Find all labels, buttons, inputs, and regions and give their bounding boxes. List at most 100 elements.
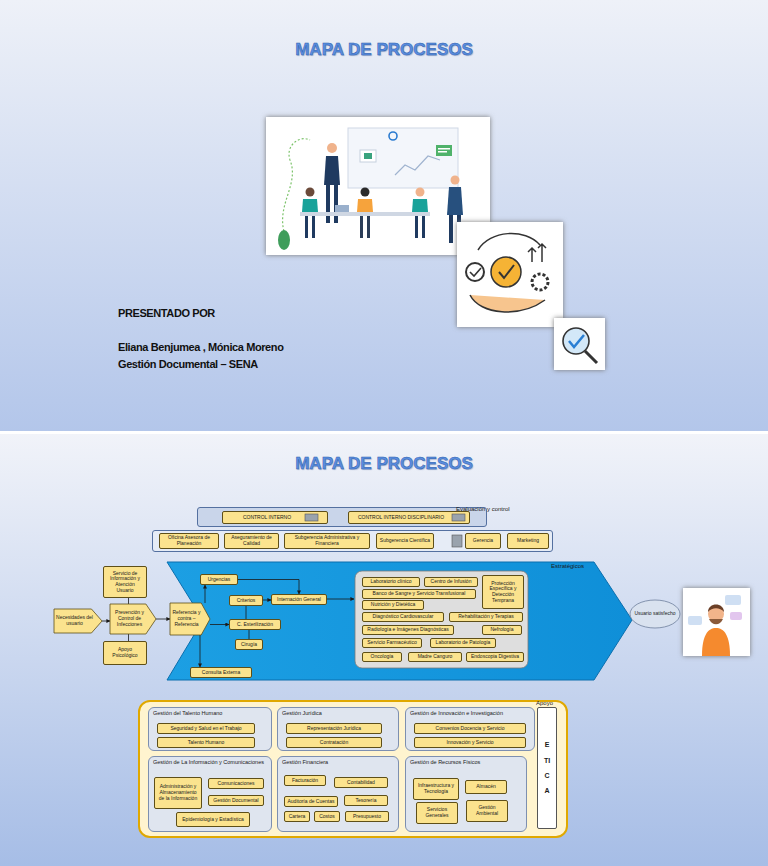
process-box: Nutrición y Dietética (362, 600, 424, 610)
oval-outline (630, 600, 680, 628)
control-panel: Evaluación y controlCONTROL INTERNOCONTR… (197, 507, 487, 527)
process-box: Internación General (271, 594, 327, 605)
team-illustration-part (266, 117, 490, 255)
node-text: Seguridad y Salud en el Trabajo (170, 726, 241, 732)
node-text: Banco de Sangre y Servicio Transfusional (373, 591, 466, 597)
flow-connector (238, 580, 299, 595)
quality-icon-part (499, 265, 514, 278)
team-illustration-part (357, 199, 373, 212)
flow-connector (102, 621, 110, 622)
node-text: C. Esterilización (237, 622, 273, 628)
process-box: Seguridad y Salud en el Trabajo (157, 723, 255, 734)
node-text: Endoscopia Digestiva (471, 654, 519, 660)
team-illustration-part (348, 128, 458, 188)
slide-title: MAPA DE PROCESOS (0, 40, 768, 60)
process-box: Laboratorio de Patología (430, 638, 496, 648)
strategic-panel: EstratégicosOficina Asesora de Planeació… (152, 530, 553, 552)
process-box: Criterios (229, 595, 263, 606)
process-box: Nefrología (482, 625, 522, 635)
team-illustration-part (412, 199, 428, 212)
team-illustration (266, 117, 490, 255)
team-illustration-part (449, 215, 453, 243)
team-illustration-part (416, 188, 425, 197)
group-panel: Gestión de Recursos FísicosInfraestructu… (405, 756, 527, 832)
node-text: Servicios Generales (419, 807, 455, 819)
process-box: Servicios Generales (416, 802, 458, 824)
quality-icon-part (466, 263, 484, 281)
process-box: Comunicaciones (208, 778, 264, 789)
group-panel: Gestión JurídicaRepresentación JurídicaC… (277, 707, 399, 751)
process-box: Aseguramiento de Calidad (224, 533, 279, 549)
group-heading: Gestión de La Información y Comunicacion… (149, 757, 271, 765)
node-text: Administración y Almacenamiento de la In… (157, 784, 199, 801)
process-box: Urgencias (200, 574, 238, 585)
flow-connector (128, 634, 129, 641)
process-box: Protección Específica y Detección Tempra… (482, 575, 524, 609)
slide-title: MAPA DE PROCESOS (0, 454, 768, 474)
node-text: Comunicaciones (218, 781, 255, 787)
team-illustration-part (389, 132, 397, 140)
arrow-box: Necesidades del usuario (54, 609, 102, 633)
author-text: Eliana Benjumea , Mónica Moreno (118, 341, 283, 353)
process-box: Almacén (465, 780, 507, 794)
section-heading: Apoyo (536, 700, 553, 706)
node-text: Tesorería (356, 798, 377, 804)
node-text: Prevención y Control de Infecciones (112, 610, 154, 627)
slide-background-part (0, 0, 768, 431)
mission-chevron (167, 562, 632, 680)
node-text: Gerencia (473, 538, 493, 544)
user-illustration-part (709, 619, 723, 624)
group-panel: Gestión de Innovación e InvestigaciónCon… (405, 707, 535, 751)
node-text: Laboratorio de Patología (436, 640, 491, 646)
search-icon-part (569, 335, 584, 347)
user-illustration-part (730, 612, 742, 620)
arrow-box: Prevención y Control de Infecciones (110, 604, 156, 634)
team-illustration-part (305, 216, 308, 238)
process-box: Subgerencia Administrativa y Financiera (284, 533, 370, 549)
group-panel: Gestión del Talento HumanoSeguridad y Sa… (148, 707, 272, 751)
author-text: PRESENTADO POR (118, 307, 215, 319)
node-text: Gestión Documental (213, 798, 258, 804)
flow-connector (156, 619, 170, 620)
team-illustration-part (300, 212, 430, 216)
node-text: Subgerencia Administrativa y Financiera (287, 535, 367, 547)
quality-icon-part (528, 244, 546, 262)
node-text: Oficina Asesora de Planeación (162, 535, 216, 547)
group-panel: Gestión FinancieraFacturaciónContabilida… (277, 756, 399, 832)
user-illustration-part (683, 588, 750, 656)
node-text: Representación Jurídica (307, 726, 361, 732)
team-illustration-part (327, 143, 337, 153)
node-text: Laboratorio clínico (371, 579, 412, 585)
node-text: Infraestructura y Tecnología (416, 783, 456, 795)
process-box: Gerencia (465, 533, 501, 549)
node-text: Oncología (371, 654, 394, 660)
node-text: Cirugía (241, 642, 257, 648)
process-box: Costos (314, 811, 340, 822)
ethics-box: ETICA (537, 707, 557, 829)
team-illustration-part (360, 150, 376, 162)
search-icon-part (563, 328, 589, 354)
node-text: Apoyo Psicológico (106, 647, 144, 659)
process-box: Representación Jurídica (286, 723, 382, 734)
team-illustration-part (324, 156, 340, 185)
process-box: Epidemiología y Estadística (176, 812, 250, 827)
process-box: Contabilidad (334, 777, 388, 788)
process-box: Radiología e Imágenes Diagnósticas (362, 625, 454, 635)
user-illustration (683, 588, 750, 656)
process-box: Oncología (362, 652, 402, 662)
node-text: Diagnóstico Cardiovascular (373, 614, 434, 620)
node-text: Almacén (476, 784, 495, 790)
process-box: CONTROL INTERNO DISCIPLINARIO (348, 511, 470, 524)
node-text: ETICA (544, 737, 551, 799)
process-box: Administración y Almacenamiento de la In… (154, 777, 202, 809)
node-text: Innovación y Servicio (446, 740, 493, 746)
process-box: Gestión Ambiental (466, 800, 508, 822)
node-text: Subgerencia Científica (380, 538, 430, 544)
node-text: Protección Específica y Detección Tempra… (485, 581, 521, 604)
section-heading: Estratégicos (551, 563, 584, 569)
arrow-outline (110, 604, 156, 634)
process-box: Diagnóstico Cardiovascular (362, 612, 444, 622)
node-text: Servicio Farmacéutico (367, 640, 416, 646)
node-text: Presupuesto (353, 814, 381, 820)
